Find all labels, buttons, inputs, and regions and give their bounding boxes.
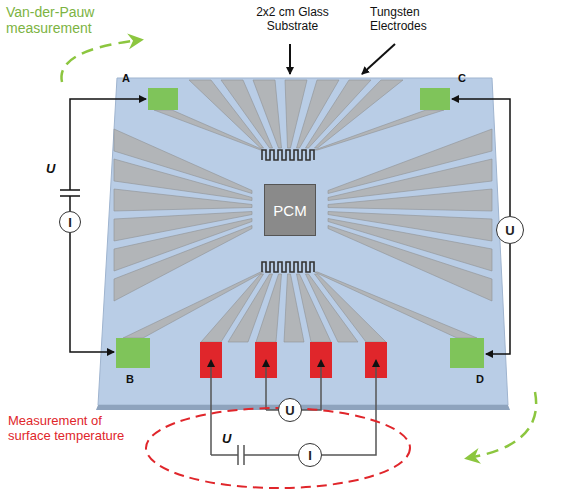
contact-pad [116,338,150,368]
voltmeter-symbol: U [496,216,524,244]
electrode-trace [253,80,282,148]
electrode-trace [306,80,372,148]
measurement-region [146,408,410,488]
ammeter-symbol: I [59,211,81,233]
corner-letter: C [458,72,466,85]
node-text: I [68,215,72,230]
tungsten-electrodes [114,80,492,342]
electrode-trace [154,110,264,150]
corner-letter: D [476,373,484,386]
electrode-trace [328,189,492,211]
corner-letter: A [122,72,130,85]
node-text: I [308,448,312,463]
meander-heater [262,150,314,160]
node-text: PCM [273,202,306,219]
electrode-trace [315,274,387,342]
part-label: Tungsten Electrodes [370,6,450,34]
contact-pad [148,88,178,110]
pcm-sample: PCM [264,184,316,236]
voltage-symbol: U [46,162,55,177]
measurement-title: Van-der-Pauw measurement [6,4,126,36]
corner-letter: B [126,373,134,386]
glass-substrate [98,78,508,405]
node-text: U [505,223,514,238]
contact-pad [420,88,450,110]
electrode-trace [315,110,445,150]
vdp-current-circuit [60,99,146,352]
voltage-symbol: U [222,432,231,447]
measurement-title: Measurement of surface temperature [8,414,140,444]
ammeter-symbol: I [298,443,322,467]
direction-arrow [468,392,536,458]
node-text: U [285,403,294,418]
electrode-trace [315,80,404,148]
voltmeter-symbol: U [278,398,302,422]
electrode-trace [256,274,282,342]
leader-line [290,44,395,74]
electrode-trace [328,226,492,302]
electrode-trace [114,189,252,211]
electrode-trace [114,226,252,302]
part-label: 2x2 cm Glass Substrate [245,6,340,34]
meander-sensor [262,262,314,272]
temperature-circuit [211,360,376,465]
contact-pad [450,338,484,368]
